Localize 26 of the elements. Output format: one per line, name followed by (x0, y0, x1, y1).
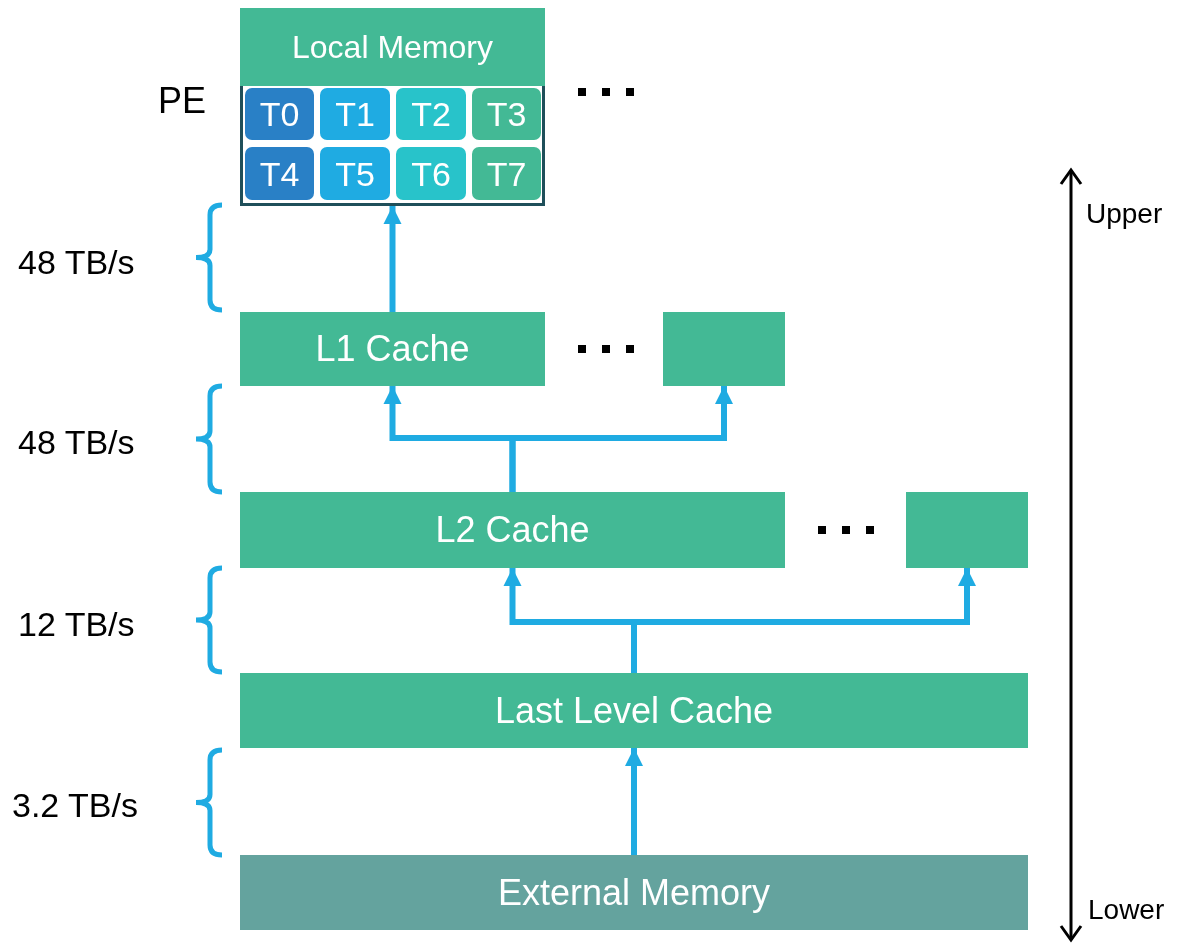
thread-box: T2 (396, 88, 466, 140)
arrow (631, 568, 976, 673)
memory-box: Local Memory (240, 8, 545, 86)
thread-box: T7 (472, 147, 541, 200)
cache-box: External Memory (240, 855, 1028, 930)
arrow (509, 386, 733, 492)
level-label: Lower (1088, 896, 1165, 924)
arrow (625, 748, 643, 855)
thread-box: T5 (320, 147, 390, 200)
cache-box: Last Level Cache (240, 673, 1028, 748)
thread-box: T1 (320, 88, 390, 140)
arrow (383, 206, 402, 312)
thread-box: T0 (245, 88, 314, 140)
empty-box (906, 492, 1028, 568)
empty-box (663, 312, 785, 386)
bandwidth-label: 48 TB/s (18, 245, 135, 279)
cache-box: L2 Cache (240, 492, 785, 568)
level-label: Upper (1086, 200, 1163, 228)
thread-box: T4 (245, 147, 314, 200)
node-heading: PE (158, 80, 207, 122)
cache-box: L1 Cache (240, 312, 545, 386)
bandwidth-label: 48 TB/s (18, 425, 135, 459)
thread-box: T6 (396, 147, 466, 200)
thread-box: T3 (472, 88, 541, 140)
bandwidth-label: 3.2 TB/s (12, 788, 138, 822)
bandwidth-label: 12 TB/s (18, 607, 135, 641)
